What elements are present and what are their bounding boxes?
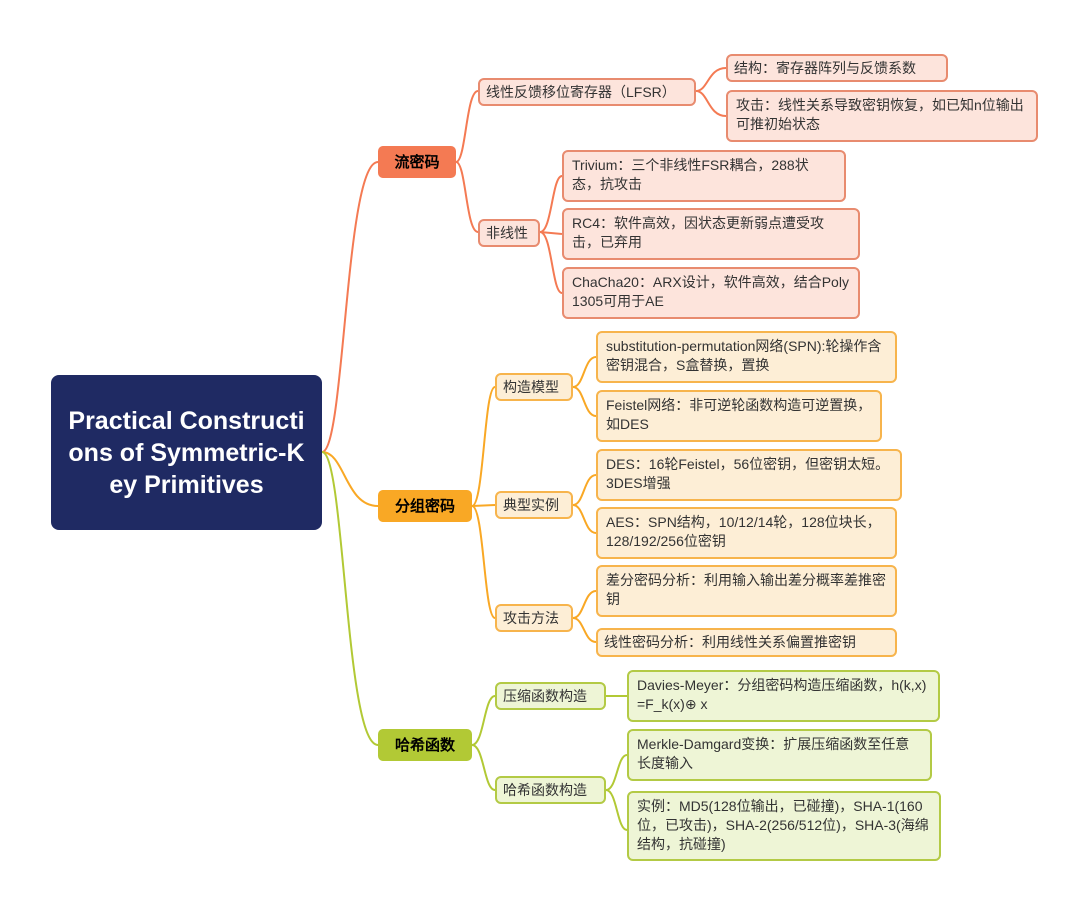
link-root-stream [321, 161, 379, 453]
leaf-chacha20-text: ChaCha20：ARX设计，软件高效，结合Poly1305可用于AE [572, 274, 849, 309]
subtopic-hash-construction[interactable]: 哈希函数构造 [495, 776, 606, 804]
leaf-differential-cryptanalysis[interactable]: 差分密码分析：利用输入输出差分概率差推密钥 [596, 565, 897, 617]
leaf-lfsr-attack[interactable]: 攻击：线性关系导致密钥恢复，如已知n位输出可推初始状态 [726, 90, 1038, 142]
link-hash-compression [471, 695, 496, 746]
subtopic-typical-instances-label: 典型实例 [503, 496, 559, 513]
topic-block-cipher[interactable]: 分组密码 [378, 490, 472, 522]
leaf-chacha20[interactable]: ChaCha20：ARX设计，软件高效，结合Poly1305可用于AE [562, 267, 860, 319]
leaf-rc4-text: RC4：软件高效，因状态更新弱点遭受攻击，已弃用 [572, 215, 825, 250]
link-lfsr-structure [695, 67, 727, 92]
leaf-hash-instances[interactable]: 实例：MD5(128位输出，已碰撞)，SHA-1(160位，已攻击)，SHA-2… [627, 791, 941, 861]
leaf-differential-text: 差分密码分析：利用输入输出差分概率差推密钥 [606, 572, 886, 607]
leaf-aes-text: AES：SPN结构，10/12/14轮，128位块长，128/192/256位密… [606, 514, 881, 549]
link-examples-aes [572, 504, 597, 534]
leaf-feistel[interactable]: Feistel网络：非可逆轮函数构造可逆置换，如DES [596, 390, 882, 442]
leaf-davies-meyer[interactable]: Davies-Meyer：分组密码构造压缩函数，h(k,x)=F_k(x)⊕ x [627, 670, 940, 722]
leaf-feistel-text: Feistel网络：非可逆轮函数构造可逆置换，如DES [606, 397, 872, 432]
link-block-examples [471, 504, 496, 507]
link-block-attacks [471, 505, 496, 619]
link-attacks-linear [572, 617, 597, 643]
subtopic-lfsr[interactable]: 线性反馈移位寄存器（LFSR） [478, 78, 696, 106]
subtopic-typical-instances[interactable]: 典型实例 [495, 491, 573, 519]
root-topic[interactable]: Practical Constructions of Symmetric-Key… [51, 375, 322, 530]
link-lfsr-attack [695, 90, 727, 117]
subtopic-lfsr-label: 线性反馈移位寄存器（LFSR） [486, 83, 676, 100]
subtopic-construction-model[interactable]: 构造模型 [495, 373, 573, 401]
link-construction-merkle [605, 754, 628, 791]
leaf-trivium[interactable]: Trivium：三个非线性FSR耦合，288状态，抗攻击 [562, 150, 846, 202]
link-model-feistel [572, 386, 597, 417]
leaf-davies-meyer-text: Davies-Meyer：分组密码构造压缩函数，h(k,x)=F_k(x)⊕ x [637, 677, 927, 712]
root-title: Practical Constructions of Symmetric-Key… [68, 406, 305, 499]
leaf-hash-instances-text: 实例：MD5(128位输出，已碰撞)，SHA-1(160位，已攻击)，SHA-2… [637, 798, 929, 852]
topic-stream-cipher[interactable]: 流密码 [378, 146, 456, 178]
subtopic-attack-methods-label: 攻击方法 [503, 609, 559, 626]
leaf-des[interactable]: DES：16轮Feistel，56位密钥，但密钥太短。3DES增强 [596, 449, 902, 501]
topic-hash-function[interactable]: 哈希函数 [378, 729, 472, 761]
leaf-spn[interactable]: substitution-permutation网络(SPN):轮操作含密钥混合… [596, 331, 897, 383]
leaf-des-text: DES：16轮Feistel，56位密钥，但密钥太短。3DES增强 [606, 456, 890, 491]
leaf-trivium-text: Trivium：三个非线性FSR耦合，288状态，抗攻击 [572, 157, 809, 192]
topic-stream-label: 流密码 [394, 153, 440, 171]
leaf-lfsr-structure-text: 结构：寄存器阵列与反馈系数 [734, 59, 916, 76]
leaf-lfsr-structure[interactable]: 结构：寄存器阵列与反馈系数 [726, 54, 948, 82]
link-nonlinear-trivium [539, 175, 563, 233]
subtopic-hash-construction-label: 哈希函数构造 [503, 781, 587, 798]
subtopic-nonlinear[interactable]: 非线性 [478, 219, 540, 247]
link-hash-construction [471, 744, 496, 791]
leaf-rc4[interactable]: RC4：软件高效，因状态更新弱点遭受攻击，已弃用 [562, 208, 860, 260]
topic-block-label: 分组密码 [394, 497, 455, 515]
link-examples-des [572, 474, 597, 506]
leaf-linear-cryptanalysis[interactable]: 线性密码分析：利用线性关系偏置推密钥 [596, 628, 897, 657]
leaf-linear-text: 线性密码分析：利用线性关系偏置推密钥 [604, 634, 856, 650]
link-nonlinear-rc4 [539, 231, 563, 235]
link-nonlinear-chacha [539, 231, 563, 294]
link-model-spn [572, 356, 597, 388]
link-stream-lfsr [455, 90, 479, 163]
subtopic-compression-label: 压缩函数构造 [503, 687, 587, 704]
leaf-merkle-damgard[interactable]: Merkle-Damgard变换：扩展压缩函数至任意长度输入 [627, 729, 932, 781]
topic-hash-label: 哈希函数 [394, 736, 455, 754]
leaf-spn-text: substitution-permutation网络(SPN):轮操作含密钥混合… [606, 338, 882, 373]
link-stream-nonlinear [455, 161, 479, 233]
link-root-block [321, 451, 379, 507]
subtopic-construction-model-label: 构造模型 [503, 378, 559, 395]
leaf-aes[interactable]: AES：SPN结构，10/12/14轮，128位块长，128/192/256位密… [596, 507, 897, 559]
leaf-merkle-damgard-text: Merkle-Damgard变换：扩展压缩函数至任意长度输入 [637, 736, 910, 771]
subtopic-attack-methods[interactable]: 攻击方法 [495, 604, 573, 632]
link-root-hash [321, 451, 379, 746]
link-block-model [471, 386, 496, 507]
link-construction-instances [605, 789, 628, 831]
subtopic-nonlinear-label: 非线性 [486, 224, 528, 241]
subtopic-compression-construction[interactable]: 压缩函数构造 [495, 682, 606, 710]
link-attacks-diff [572, 590, 597, 619]
leaf-lfsr-attack-text: 攻击：线性关系导致密钥恢复，如已知n位输出可推初始状态 [736, 97, 1024, 132]
